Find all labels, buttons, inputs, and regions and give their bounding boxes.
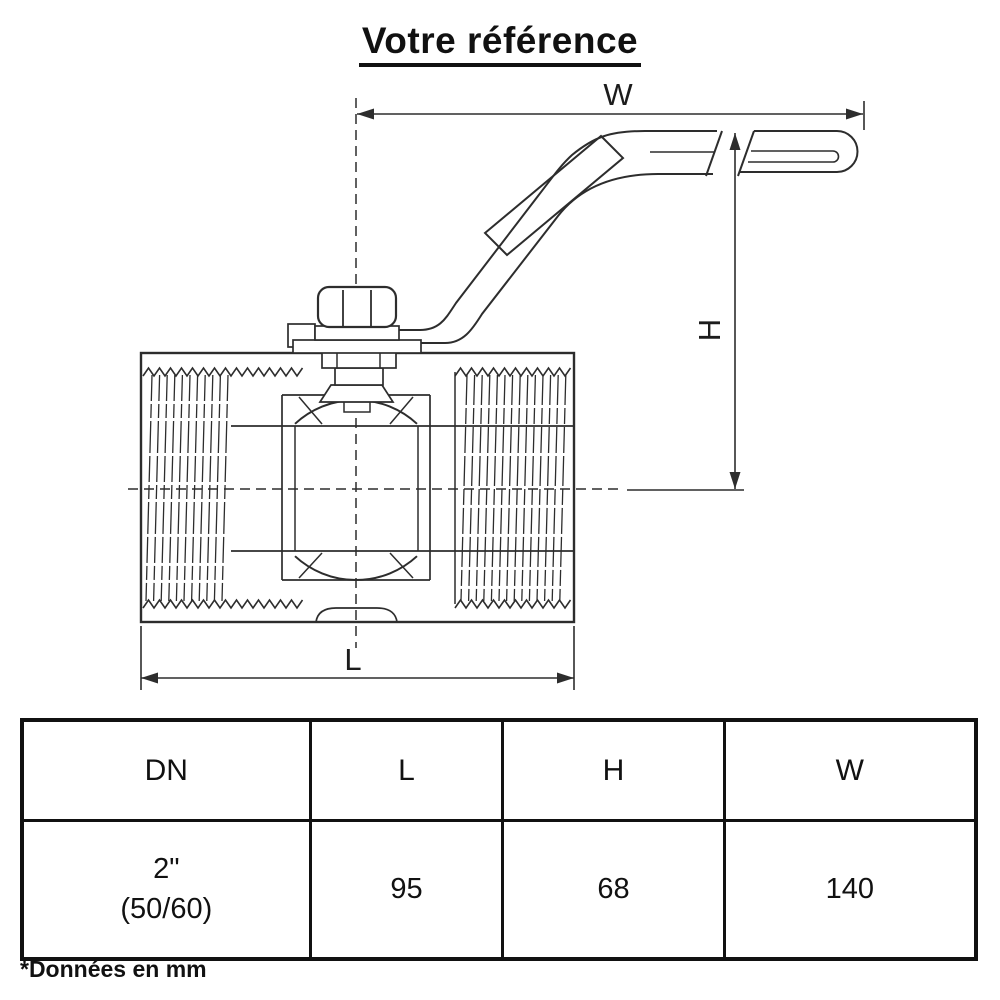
- cell-w: 140: [722, 819, 978, 961]
- handle-grip-sleeve: [483, 134, 625, 257]
- bottom-boss: [315, 607, 398, 623]
- dn-size: 2": [153, 853, 180, 886]
- thread-crest-left-top: [142, 366, 304, 378]
- handle-end-curl: [836, 130, 859, 173]
- thread-hatch-left: [145, 374, 229, 602]
- dim-h-arrow-up: [729, 133, 741, 150]
- dim-l-label: L: [344, 642, 361, 677]
- stem-assembly: [287, 285, 422, 413]
- dim-h-label: H: [692, 319, 727, 341]
- table-header-row: DN L H W: [20, 718, 978, 822]
- dim-l-arrow-right: [557, 672, 574, 684]
- dn-alt: (50/60): [120, 892, 213, 925]
- packing-gland: [318, 384, 395, 403]
- cell-l: 95: [308, 819, 505, 961]
- valve-body: [139, 351, 576, 624]
- dim-l-arrow-left: [141, 672, 158, 684]
- handle-break-slash-2: [737, 130, 755, 177]
- dimension-w: W: [357, 77, 865, 130]
- dim-w-arrow-right: [846, 108, 863, 120]
- dim-w-label: W: [603, 77, 633, 112]
- dimensions-table: DN L H W 2" (50/60) 95 68 140: [20, 718, 978, 961]
- handle-bar-top-edge: [399, 130, 717, 331]
- cell-dn: 2" (50/60): [20, 819, 312, 961]
- dimension-h: H: [627, 133, 744, 491]
- footnote: *Données en mm: [20, 956, 207, 982]
- page-title: Votre référence: [0, 20, 1000, 67]
- dimension-l: L: [140, 626, 575, 690]
- cell-h: 68: [501, 819, 726, 961]
- thread-hatch-right: [460, 374, 567, 602]
- handle: [399, 130, 859, 344]
- col-header-w: W: [722, 718, 978, 822]
- thread-crest-right-top: [454, 366, 572, 378]
- col-header-dn: DN: [20, 718, 312, 822]
- stem-nut: [316, 285, 398, 329]
- dim-h-arrow-down: [729, 472, 741, 489]
- seat-chamfers: [298, 396, 414, 579]
- handle-bar-bottom-edge: [421, 173, 713, 344]
- stem-housing: [321, 351, 397, 369]
- stem-neck: [334, 367, 384, 386]
- dim-w-arrow-left: [357, 108, 374, 120]
- handle-end-inner-fold: [748, 150, 840, 163]
- table-row: 2" (50/60) 95 68 140: [20, 819, 978, 961]
- col-header-h: H: [501, 718, 726, 822]
- page-title-text: Votre référence: [358, 20, 642, 67]
- base-plate: [292, 339, 422, 354]
- handle-break-slash-1: [705, 130, 723, 177]
- thread-crest-right-bottom: [454, 598, 572, 610]
- thread-crest-left-bottom: [142, 598, 304, 610]
- col-header-l: L: [308, 718, 505, 822]
